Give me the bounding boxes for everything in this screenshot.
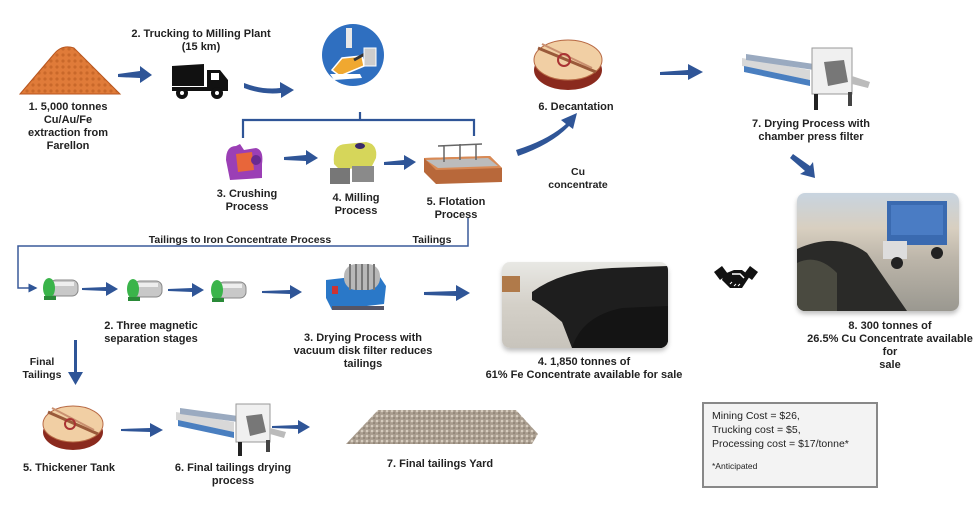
magnetic-separator-icon xyxy=(43,278,79,300)
arrow-mag1-to-mag2 xyxy=(82,282,118,296)
final-drying-line2: process xyxy=(211,475,255,487)
cost-summary-box: Mining Cost = $26, Trucking cost = $5, P… xyxy=(702,402,878,488)
cu-concentrate-label: Cu concentrate xyxy=(538,166,618,192)
final-drying-label: 6. Final tailings drying process xyxy=(168,462,298,488)
cu-concentrate-line1: Cu xyxy=(571,166,585,178)
step8-line2: 26.5% Cu Concentrate available for xyxy=(807,333,973,358)
mining-cost: Mining Cost = $26, xyxy=(712,410,800,422)
tailings-label: Tailings xyxy=(412,234,452,246)
arrow-thickener-to-drying xyxy=(121,423,163,437)
thickener-label: 5. Thickener Tank xyxy=(22,462,116,474)
cu-concentrate-pile-photo xyxy=(797,193,959,311)
magnetic-separator-icon xyxy=(211,280,247,302)
press-filter-icon xyxy=(176,403,286,456)
step3-label: 3. Crushing Process xyxy=(200,188,294,214)
arrow-drying-to-cu-pile xyxy=(790,154,815,178)
tailings-yard-icon xyxy=(346,410,538,444)
handshake-icon xyxy=(714,266,758,288)
mill-icon xyxy=(330,142,377,184)
step7-line1: 7. Drying Process with xyxy=(752,118,870,130)
processing-cost: Processing cost = $17/tonne* xyxy=(712,438,849,450)
chamber-press-filter-icon xyxy=(742,47,870,110)
step7-line2: chamber press filter xyxy=(758,131,864,143)
magnetic-line1: 2. Three magnetic xyxy=(104,320,198,332)
arrow-ore-to-truck xyxy=(118,66,152,83)
step4-line2: Process xyxy=(334,205,378,217)
final-drying-line1: 6. Final tailings drying xyxy=(174,462,292,474)
step5-label: 5. Flotation Process xyxy=(406,196,506,222)
magnetic-separation-label: 2. Three magnetic separation stages xyxy=(86,320,216,346)
step6-label: 6. Decantation xyxy=(538,101,614,113)
cu-pile-photo-art xyxy=(797,201,947,311)
arrow-final-tailings-down xyxy=(68,340,83,385)
vacuum-disk-label: 3. Drying Process with vacuum disk filte… xyxy=(288,332,438,371)
arrow-crushing-to-milling xyxy=(284,150,318,165)
step7-label: 7. Drying Process with chamber press fil… xyxy=(736,118,886,144)
vacuum-line3: tailings xyxy=(343,358,383,370)
process-bracket xyxy=(241,118,476,138)
fe-concentrate-pile-photo xyxy=(502,262,668,348)
ore-pile-icon xyxy=(18,46,122,95)
step5-line1: 5. Flotation xyxy=(426,196,486,208)
trucking-cost: Trucking cost = $5, xyxy=(712,424,801,436)
final-tailings-label: Final Tailings xyxy=(14,356,70,382)
fe-line2: 61% Fe Concentrate available for sale xyxy=(485,369,683,381)
step4-line1: 4. Milling xyxy=(332,192,380,204)
fe-concentrate-label: 4. 1,850 tonnes of 61% Fe Concentrate av… xyxy=(474,356,694,382)
step2-label: 2. Trucking to Milling Plant (15 km) xyxy=(106,28,296,54)
arrow-mag3-to-vacuum xyxy=(262,285,302,299)
anticipated-note: *Anticipated xyxy=(712,461,758,471)
step4-label: 4. Milling Process xyxy=(310,192,402,218)
step8-line3: sale xyxy=(879,359,901,371)
step8-label: 8. 300 tonnes of 26.5% Cu Concentrate av… xyxy=(800,320,980,372)
step3-line2: Process xyxy=(225,201,269,213)
flotation-cell-icon xyxy=(424,143,502,184)
fe-pile-photo-art xyxy=(502,266,668,348)
arrow-truck-to-plant xyxy=(244,82,294,98)
step1-line4: Farellon xyxy=(46,140,90,152)
magnetic-separator-icon xyxy=(127,279,163,301)
decantation-tank-icon xyxy=(533,39,603,90)
vacuum-disk-filter-icon xyxy=(326,264,386,310)
tailings-loop-line xyxy=(17,218,469,293)
arrow-mag2-to-mag3 xyxy=(168,283,204,297)
step1-label: 1. 5,000 tonnes Cu/Au/Fe extraction from… xyxy=(6,101,130,153)
arrow-milling-to-flotation xyxy=(384,155,416,170)
arrow-drying-to-yard xyxy=(272,420,310,434)
final-tailings-line2: Tailings xyxy=(22,369,62,381)
dump-truck-icon xyxy=(172,64,228,99)
vacuum-line2: vacuum disk filter reduces xyxy=(293,345,433,357)
final-tailings-line1: Final xyxy=(29,356,55,368)
arrow-decantation-to-drying xyxy=(660,64,703,80)
step2-line1: 2. Trucking to Milling Plant xyxy=(131,28,271,40)
step2-line2: (15 km) xyxy=(181,41,221,53)
step1-line1: 1. 5,000 tonnes xyxy=(28,101,108,113)
step1-line2: Cu/Au/Fe xyxy=(43,114,93,126)
vacuum-line1: 3. Drying Process with xyxy=(304,332,422,344)
step3-line1: 3. Crushing xyxy=(216,188,278,200)
arrow-vacuum-to-fe-pile xyxy=(424,285,470,301)
milling-plant-icon xyxy=(322,24,384,86)
step1-line3: extraction from xyxy=(27,127,109,139)
crusher-icon xyxy=(226,144,263,180)
step5-line2: Process xyxy=(434,209,478,221)
fe-line1: 4. 1,850 tonnes of xyxy=(537,356,631,368)
cu-concentrate-line2: concentrate xyxy=(548,179,608,191)
step8-line1: 8. 300 tonnes of xyxy=(848,320,932,332)
tailings-yard-label: 7. Final tailings Yard xyxy=(386,458,494,470)
magnetic-line2: separation stages xyxy=(104,333,198,345)
thickener-tank-icon xyxy=(42,405,104,450)
tailings-to-iron-label: Tailings to Iron Concentrate Process xyxy=(148,234,332,246)
arrow-flotation-to-decantation xyxy=(516,113,577,156)
